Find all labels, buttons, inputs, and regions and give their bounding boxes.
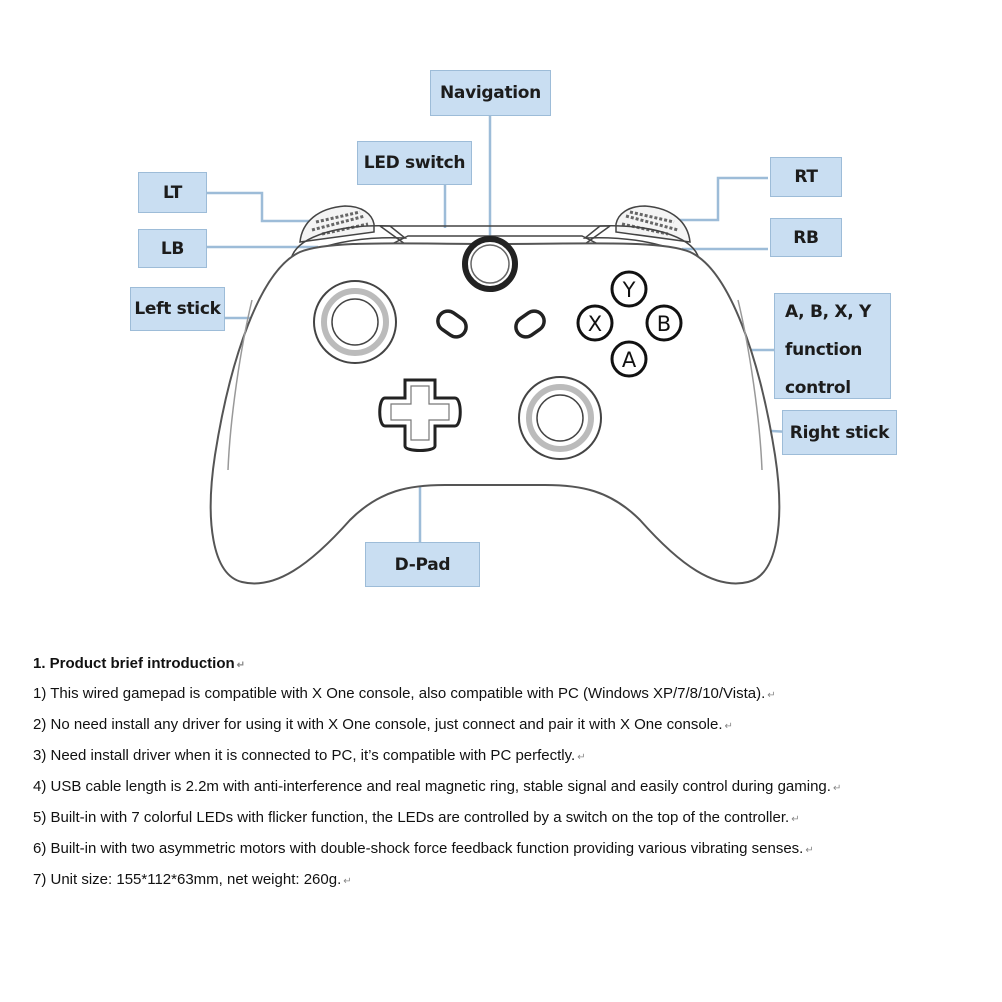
intro-line-text: 1) This wired gamepad is compatible with…: [33, 685, 766, 702]
x-button-label: X: [588, 312, 602, 336]
controller-diagram: Y X B A: [207, 112, 791, 585]
callout-right-stick: Right stick: [782, 410, 897, 455]
callout-led-switch: LED switch: [357, 141, 472, 185]
callout-left-stick: Left stick: [130, 287, 225, 331]
b-button: [645, 304, 683, 342]
intro-line: 2) No need install any driver for using …: [33, 709, 988, 740]
intro-line: 3) Need install driver when it is connec…: [33, 740, 988, 771]
paragraph-mark: ↵: [577, 752, 586, 763]
rt-trigger: [615, 205, 691, 243]
intro-line: 7) Unit size: 155*112*63mm, net weight: …: [33, 864, 988, 895]
x-button: [576, 304, 614, 342]
paragraph-mark: ↵: [832, 783, 842, 794]
paragraph-mark: ↵: [343, 876, 352, 887]
product-introduction: 1. Product brief introduction↵ 1) This w…: [33, 650, 988, 895]
paragraph-mark: ↵: [791, 814, 800, 825]
view-button: [436, 309, 468, 339]
intro-line-text: 7) Unit size: 155*112*63mm, net weight: …: [33, 871, 342, 888]
leader-rt: [662, 176, 768, 222]
body-inner-left: [227, 299, 253, 471]
y-button-label: Y: [622, 278, 636, 302]
body-inner-right: [737, 299, 763, 471]
intro-line: 1) This wired gamepad is compatible with…: [33, 678, 988, 709]
intro-heading-row: 1. Product brief introduction↵: [33, 650, 988, 678]
menu-button: [514, 309, 546, 339]
abxy-line-1: A, B, X, Y: [785, 302, 871, 322]
intro-line-text: 2) No need install any driver for using …: [33, 716, 723, 733]
b-button-label: B: [657, 312, 671, 336]
a-button: [610, 340, 648, 378]
paragraph-mark: ↵: [767, 690, 776, 701]
paragraph-mark: ↵: [236, 660, 246, 671]
leader-lt: [207, 191, 318, 223]
intro-line: 5) Built-in with 7 colorful LEDs with fl…: [33, 802, 988, 833]
lt-trigger-texture: [311, 210, 369, 236]
callout-lb: LB: [138, 229, 207, 268]
left-stick: [313, 280, 397, 364]
abxy-line-3: control: [785, 378, 851, 398]
controller-body: [209, 242, 781, 585]
intro-line-text: 6) Built-in with two asymmetric motors w…: [33, 840, 804, 857]
callout-lt: LT: [138, 172, 207, 213]
intro-line: 6) Built-in with two asymmetric motors w…: [33, 833, 988, 864]
paragraph-mark: ↵: [724, 721, 733, 732]
intro-line-text: 4) USB cable length is 2.2m with anti-in…: [33, 778, 831, 795]
y-button: [610, 270, 648, 308]
paragraph-mark: ↵: [805, 845, 814, 856]
dpad-inner: [390, 385, 450, 441]
intro-line: 4) USB cable length is 2.2m with anti-in…: [33, 771, 988, 802]
intro-line-text: 5) Built-in with 7 colorful LEDs with fl…: [33, 809, 790, 826]
intro-heading: 1. Product brief introduction: [33, 655, 235, 672]
right-stick: [518, 376, 602, 460]
dpad: [378, 378, 462, 452]
intro-line-text: 3) Need install driver when it is connec…: [33, 747, 576, 764]
callout-abxy: A, B, X, Y function control: [774, 293, 891, 399]
a-button-label: A: [622, 348, 637, 372]
rt-trigger-texture: [621, 210, 679, 236]
callout-rb: RB: [770, 218, 842, 257]
callout-dpad: D-Pad: [365, 542, 480, 587]
abxy-line-2: function: [785, 340, 863, 360]
face-buttons: Y X B A: [576, 270, 683, 378]
callout-navigation: Navigation: [430, 70, 551, 116]
guide-button: [462, 236, 518, 292]
callout-rt: RT: [770, 157, 842, 197]
